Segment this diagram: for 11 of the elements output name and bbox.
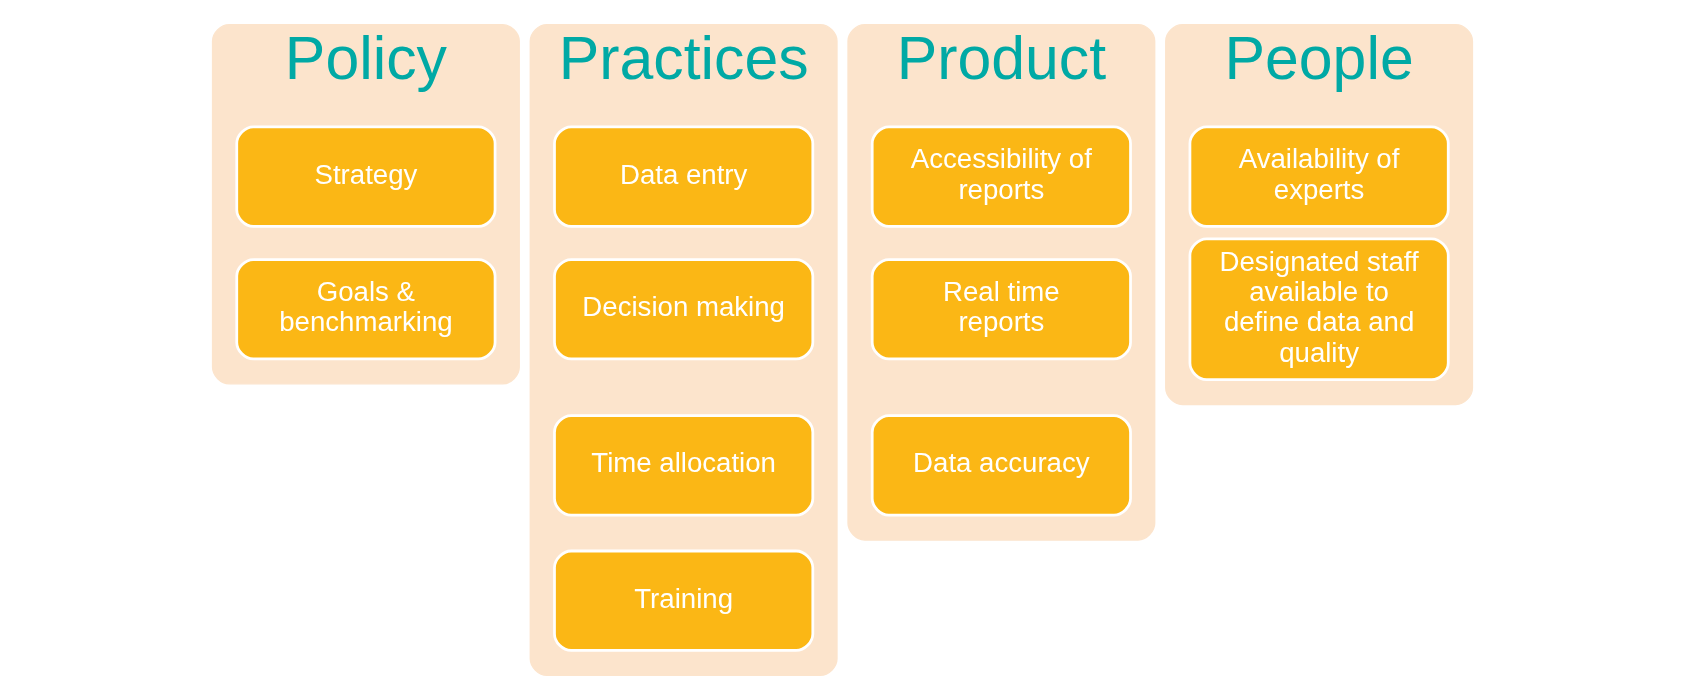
node-box: Data entry xyxy=(552,125,814,228)
node-box: Designated staff available to define data and quality xyxy=(1188,237,1450,382)
node-box: Data accuracy xyxy=(870,414,1132,517)
node-box: Time allocation xyxy=(552,414,814,517)
node-box: Availability of experts xyxy=(1188,125,1450,228)
node-box: Strategy xyxy=(234,125,496,228)
node-box: Goals & benchmarking xyxy=(234,258,496,361)
node-box: Training xyxy=(552,549,814,652)
node-box: Decision making xyxy=(552,258,814,361)
node-box: Real time reports xyxy=(870,258,1132,361)
node-box: Accessibility of reports xyxy=(870,125,1132,228)
